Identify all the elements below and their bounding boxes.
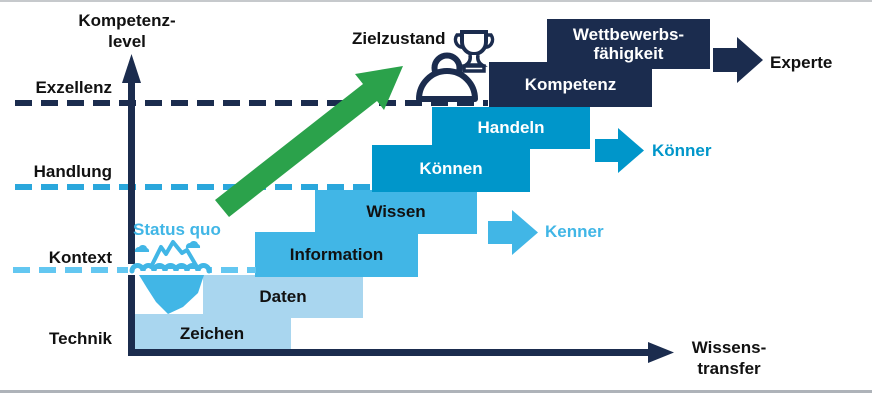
step-wettbewerbsfaehigkeit-line2: fähigkeit [593,44,664,63]
person-icon [416,52,478,102]
koenner-arrow-icon [595,128,644,173]
step-daten: Daten [203,275,363,318]
step-handeln-label: Handeln [477,118,545,138]
exzellenz-level-line [15,100,488,106]
step-wettbewerbsfaehigkeit-label: Wettbewerbs- fähigkeit [573,25,684,63]
step-zeichen: Zeichen [133,314,291,353]
y-axis-title-line1: Kompetenz- [78,11,176,30]
top-border [0,0,872,2]
step-wissen: Wissen [315,190,477,234]
bottom-border [0,390,872,393]
status-quo-label: Status quo [133,220,221,239]
x-axis-label-line1: Wissens- [691,338,767,357]
x-axis [128,342,674,363]
step-information: Information [255,232,418,277]
y-axis-title: Kompetenz- level [57,10,197,52]
step-wissen-label: Wissen [366,202,426,222]
persona-label-experte: Experte [770,53,833,72]
level-label-technik: Technik [49,329,112,348]
trophy-icon [453,30,495,73]
persona-label-koenner: Könner [652,141,712,160]
handlung-level-line [15,184,372,190]
step-kompetenz: Kompetenz [489,62,652,107]
x-axis-label-line2: transfer [697,359,761,378]
step-wettbewerbsfaehigkeit-line1: Wettbewerbs- [572,24,685,44]
level-label-exzellenz: Exzellenz [35,78,112,97]
kenner-arrow-icon [488,210,538,255]
y-axis-title-line2: level [108,32,146,51]
growth-arrow-icon [215,66,403,217]
y-axis [122,54,141,353]
step-wettbewerbsfaehigkeit: Wettbewerbs- fähigkeit [547,19,710,69]
step-information-label: Information [289,244,384,264]
x-axis-label: Wissens- transfer [677,337,781,379]
experte-arrow-icon [713,37,763,83]
step-handeln: Handeln [432,107,590,149]
step-koennen-label: Können [419,158,483,178]
level-label-kontext: Kontext [48,248,112,267]
step-kompetenz-label: Kompetenz [524,74,617,94]
persona-label-kenner: Kenner [545,222,604,241]
iceberg-icon [128,240,212,314]
zielzustand-label: Zielzustand [352,29,446,48]
step-koennen: Können [372,145,530,192]
step-zeichen-label: Zeichen [179,323,245,343]
level-label-handlung: Handlung [33,162,112,181]
step-daten-label: Daten [259,286,307,306]
